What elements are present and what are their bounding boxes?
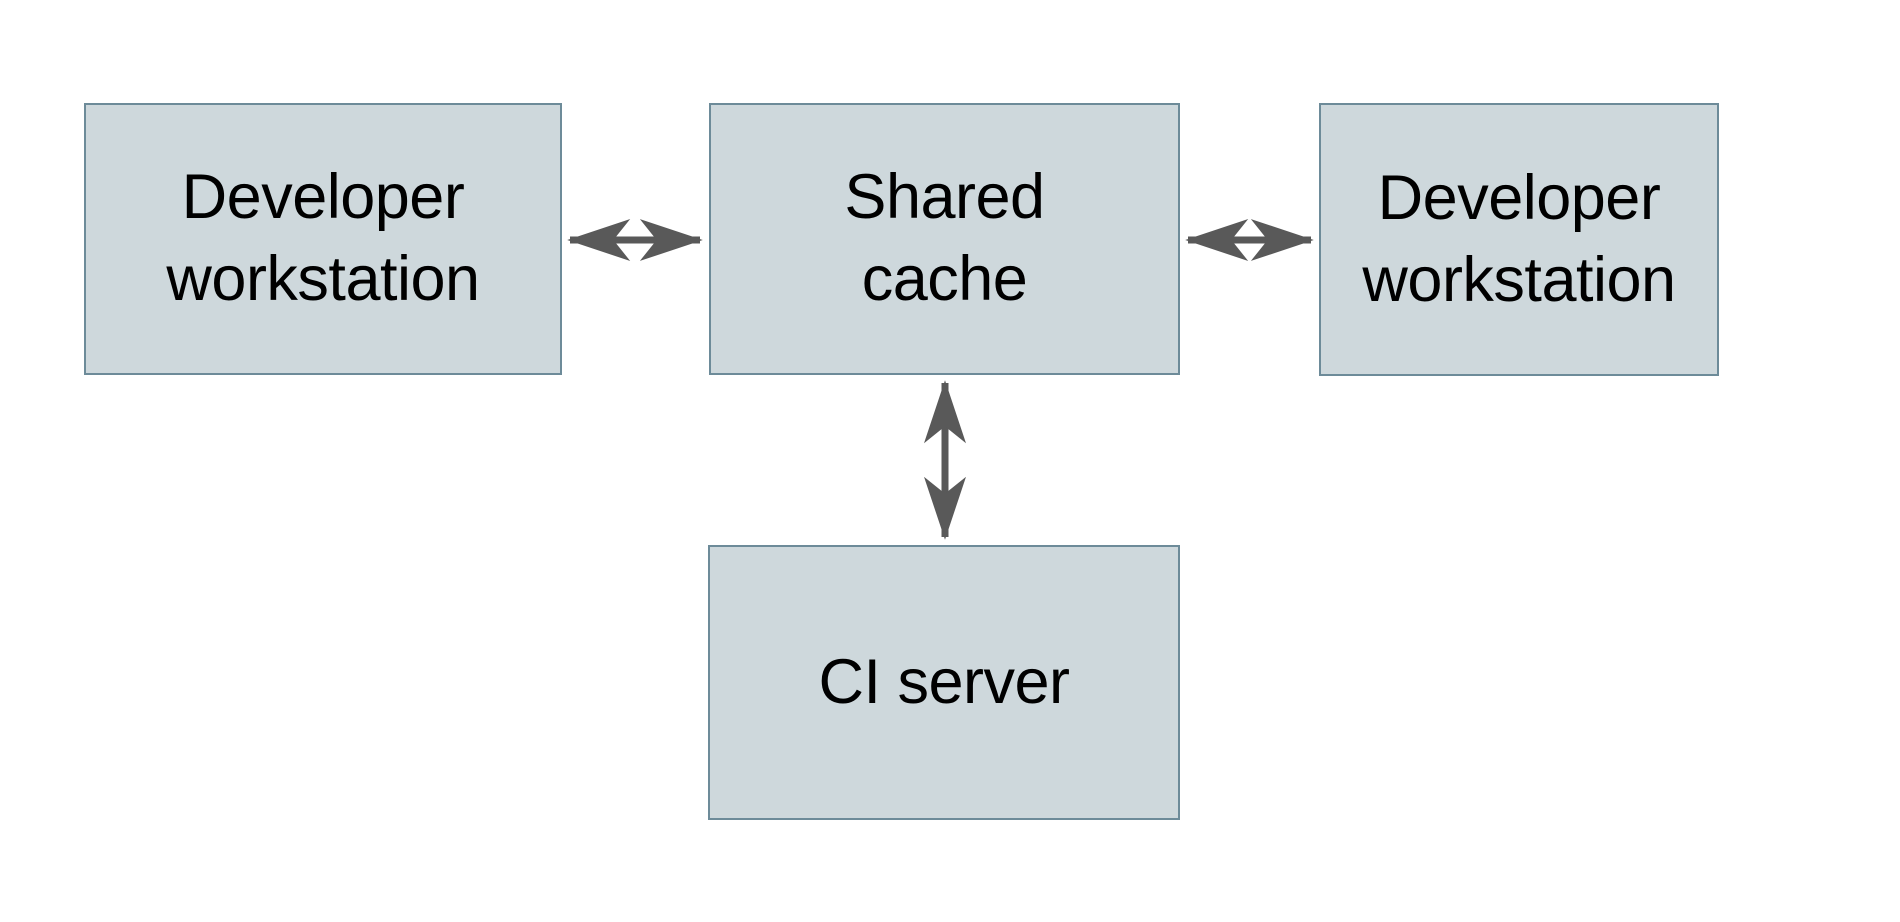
node-ci-server[interactable]: CI server: [708, 545, 1180, 820]
node-label: CI server: [818, 646, 1070, 717]
node-dev-workstation-right[interactable]: Developer workstation: [1319, 103, 1719, 376]
node-label: Shared cache: [844, 162, 1045, 314]
node-shared-cache[interactable]: Shared cache: [709, 103, 1180, 375]
node-dev-workstation-left[interactable]: Developer workstation: [84, 103, 562, 375]
node-label: Developer workstation: [1362, 162, 1676, 315]
node-label: Developer workstation: [166, 162, 480, 314]
